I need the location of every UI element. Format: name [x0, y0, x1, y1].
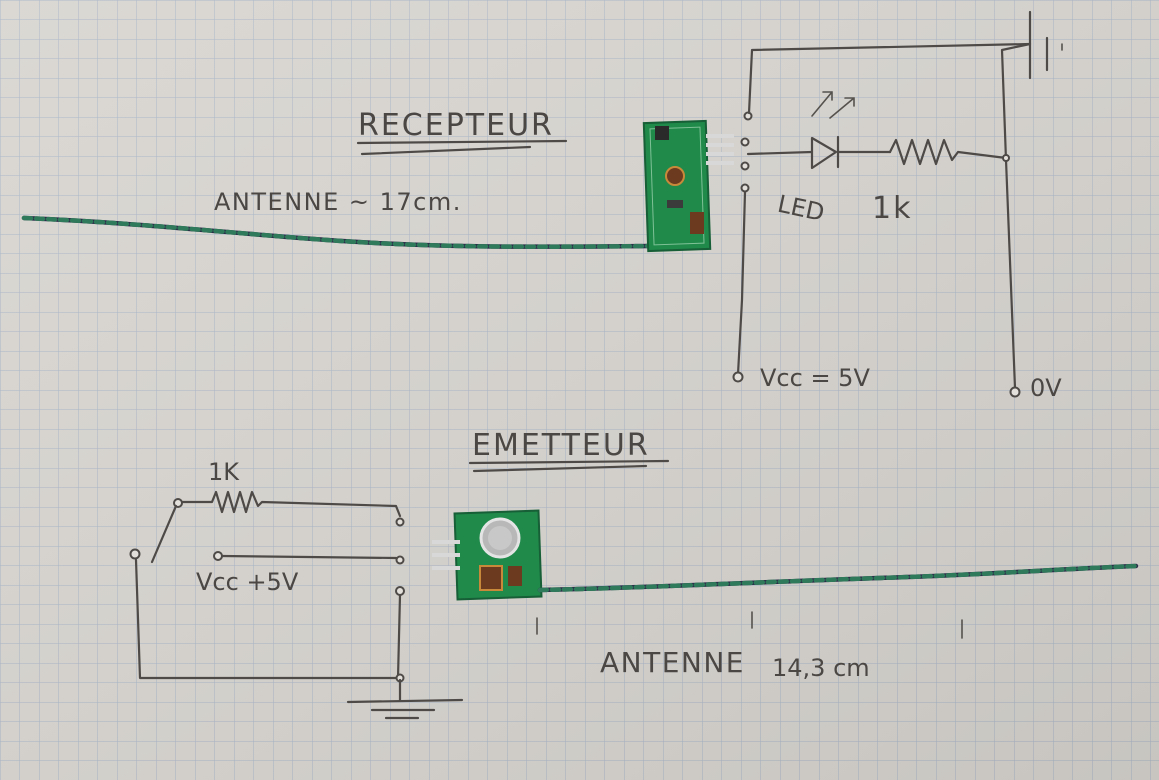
emitter-switch-lever	[150, 504, 178, 564]
receiver-ground-label: 0V	[1030, 374, 1062, 402]
receiver-coil	[665, 166, 685, 186]
emitter-vcc-terminal	[213, 551, 223, 561]
receiver-pins	[706, 134, 734, 165]
receiver-resistor-label: 1k	[872, 191, 912, 226]
emitter-pin-node-3	[395, 586, 405, 596]
emitter-title-underline-2	[472, 464, 648, 473]
emitter-vcc-label: Vcc +5V	[196, 568, 299, 596]
receiver-vcc-terminal	[732, 371, 744, 383]
emitter-title: EMETTEUR	[472, 428, 650, 463]
emitter-inductor	[508, 566, 522, 586]
receiver-resistor-symbol	[888, 138, 1008, 166]
receiver-chip	[655, 126, 669, 140]
emitter-antenna-label: ANTENNE	[600, 646, 745, 679]
emitter-resistor-line	[176, 490, 402, 518]
receiver-wire-vcc	[736, 190, 747, 376]
emitter-pin-node-2	[395, 555, 405, 565]
receiver-title-underline	[356, 139, 568, 145]
emitter-section: EMETTEUR 1K Vcc +5V	[129, 428, 1139, 720]
receiver-title: RECEPTEUR	[358, 108, 554, 143]
receiver-wire-top	[747, 42, 1032, 115]
emitter-antenna-wire	[537, 563, 1139, 593]
receiver-antenna-label: ANTENNE ~ 17cm.	[214, 188, 462, 216]
emitter-antenna-length-label: 14,3 cm	[772, 654, 870, 682]
receiver-wire-data	[746, 150, 814, 156]
emitter-coil	[479, 565, 503, 591]
emitter-wire-vcc	[220, 554, 398, 560]
emitter-wire-ground-loop	[134, 558, 402, 680]
emitter-title-underline	[468, 459, 670, 465]
emitter-pins	[432, 540, 460, 570]
ground-symbol	[346, 678, 464, 720]
emitter-module	[432, 509, 543, 601]
receiver-title-underline-2	[360, 145, 532, 156]
emitter-switch-terminal	[129, 548, 141, 560]
receiver-module	[642, 119, 734, 253]
receiver-pin-node-3	[740, 161, 750, 171]
receiver-pin-node-2	[740, 137, 750, 147]
receiver-wire-right	[1000, 42, 1032, 390]
receiver-vcc-label: Vcc = 5V	[760, 364, 870, 392]
receiver-section: RECEPTEUR ANTENNE ~ 17cm.	[21, 10, 1063, 402]
receiver-inductor	[690, 212, 704, 234]
receiver-ground-terminal	[1009, 386, 1021, 398]
receiver-pin-node-1	[743, 111, 753, 121]
receiver-antenna-wire	[21, 215, 651, 249]
emitter-resistor-label: 1K	[208, 458, 240, 486]
receiver-junction	[1002, 154, 1010, 162]
emitter-pin-node-1	[395, 517, 405, 527]
receiver-pin-node-4	[740, 183, 750, 193]
